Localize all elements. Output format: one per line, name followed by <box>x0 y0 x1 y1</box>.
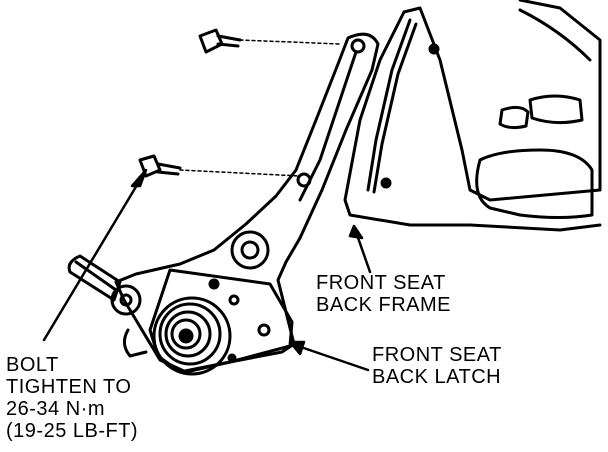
recliner-arm <box>114 32 380 374</box>
seat-back-frame-label: FRONT SEAT BACK FRAME <box>316 272 451 316</box>
seat-back-frame-label-line: BACK FRAME <box>316 294 452 316</box>
seat-back-latch-label-line: FRONT SEAT <box>372 344 502 366</box>
seat-back-latch-label-line: BACK LATCH <box>372 366 502 388</box>
bolt-label-line: (19-25 LB-FT) <box>6 420 139 442</box>
seat-back-latch-label: FRONT SEAT BACK LATCH <box>372 344 502 388</box>
lower-bolt <box>138 154 301 178</box>
bolt-label-line: 26-34 N·m <box>6 398 105 420</box>
upper-bolt <box>198 28 341 54</box>
bolt-label-line: BOLT <box>6 354 59 376</box>
leader-lines <box>42 168 372 372</box>
seat-back-frame-label-line: FRONT SEAT <box>316 272 446 294</box>
release-handle <box>67 254 148 358</box>
bolt-label-line: TIGHTEN TO <box>6 376 132 398</box>
recliner-spring <box>152 296 232 376</box>
seat-back-frame <box>343 0 602 232</box>
bolt-torque-label: BOLT TIGHTEN TO 26-34 N·m (19-25 LB-FT) <box>6 354 138 442</box>
